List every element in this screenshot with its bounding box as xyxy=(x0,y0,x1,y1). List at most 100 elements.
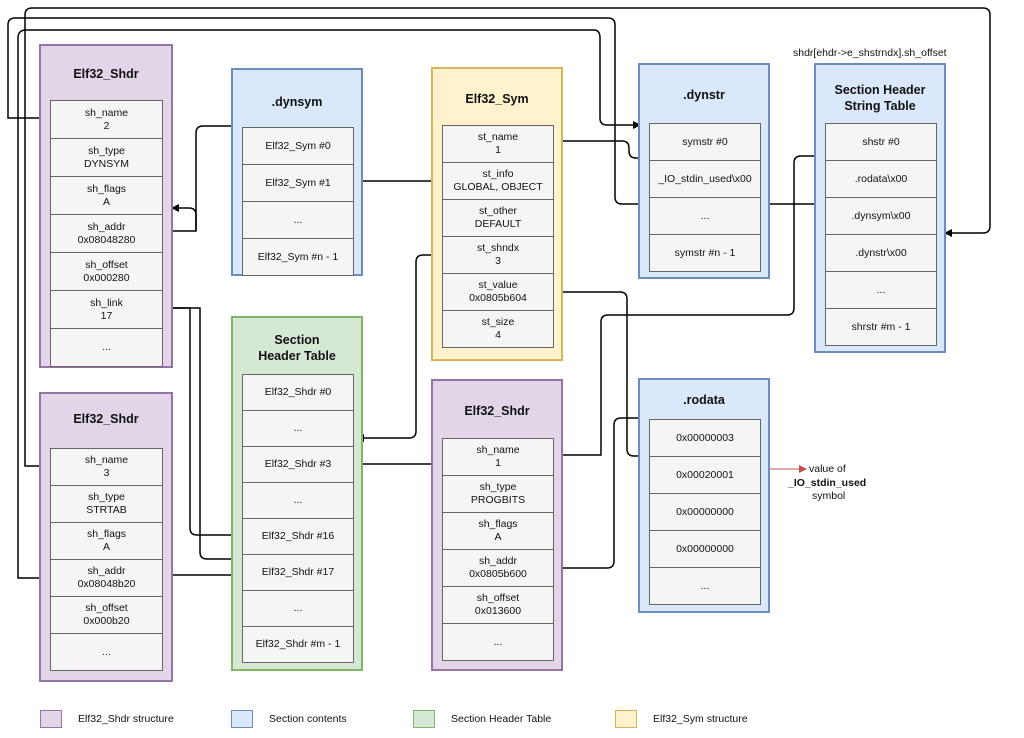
legend-sym: Elf32_Sym structure xyxy=(615,709,748,729)
group-title: Elf32_Sym xyxy=(465,92,529,106)
field-cell: ... xyxy=(649,197,761,235)
arrow-shdr3-name-to-rodata-str xyxy=(555,152,823,456)
field-cell: ... xyxy=(825,271,937,309)
field-name: Elf32_Sym #n - 1 xyxy=(257,250,339,263)
field-value: A xyxy=(494,531,502,543)
field-cell: .rodata\x00 xyxy=(825,160,937,198)
group-title: Elf32_Shdr xyxy=(73,412,139,426)
shstr-offset-note: shdr[ehdr->e_shstrndx].sh_offset xyxy=(793,47,947,59)
field-name: sh_offset xyxy=(476,592,520,604)
legend-label: Section contents xyxy=(269,713,347,725)
shstrtab-group: Section Header String Table shstr #0 .rod… xyxy=(814,63,946,353)
field-cell: ... xyxy=(242,482,354,519)
field-cell: Elf32_Shdr #17 xyxy=(242,554,354,591)
field-value: GLOBAL, OBJECT xyxy=(453,181,543,193)
field-value: A xyxy=(102,195,110,208)
field-name: ... xyxy=(293,494,303,506)
field-name: sh_flags xyxy=(86,182,127,195)
field-value: 0x000280 xyxy=(83,271,130,284)
field-name: sh_addr xyxy=(87,565,126,577)
field-name: Elf32_Shdr #16 xyxy=(261,530,335,542)
group-title: .rodata xyxy=(683,393,725,407)
field-cell: ... xyxy=(50,328,163,367)
field-value: 1 xyxy=(495,144,501,156)
field-value: 0x000b20 xyxy=(83,615,130,627)
field-name: ... xyxy=(700,209,710,222)
field-value: 3 xyxy=(103,467,110,479)
field-name: shstr #0 xyxy=(862,135,900,148)
field-name: ... xyxy=(102,341,111,353)
group-title: Elf32_Shdr xyxy=(73,67,139,81)
arrow-shdr2-addr-to-dynstr xyxy=(17,29,641,579)
field-value: PROGBITS xyxy=(470,494,526,506)
field-cell: ... xyxy=(242,201,354,239)
field-cell: .dynstr\x00 xyxy=(825,234,937,272)
field-name: ... xyxy=(293,422,303,434)
arrow-shdr1-link-to-sht17 xyxy=(161,307,243,563)
field-name: ... xyxy=(493,635,503,648)
field-name: ... xyxy=(293,213,303,226)
field-name: sh_name xyxy=(84,106,129,119)
field-cell: 0x00000000 xyxy=(649,493,761,531)
field-name: Elf32_Sym #0 xyxy=(265,139,331,152)
field-name: ... xyxy=(293,602,303,614)
field-name: Elf32_Shdr #m - 1 xyxy=(255,638,341,650)
field-value: 0x0805b604 xyxy=(469,292,527,304)
legend-swatch xyxy=(413,710,435,728)
field-value: DEFAULT xyxy=(474,218,522,230)
field-value: 0x08048280 xyxy=(77,233,136,246)
field-name: ... xyxy=(102,645,111,658)
field-cell: ... xyxy=(242,590,354,627)
field-cell: symstr #0 xyxy=(649,123,761,161)
field-name: sh_offset xyxy=(85,602,128,614)
field-name: sh_name xyxy=(84,454,129,466)
group-title: Elf32_Shdr xyxy=(464,404,530,418)
legend-swatch xyxy=(615,710,637,728)
field-value: 17 xyxy=(100,309,113,322)
group-title: Section Header String Table xyxy=(834,83,926,113)
field-name: sh_type xyxy=(479,481,517,493)
field-cell: 0x00000003 xyxy=(649,419,761,457)
field-cell: ... xyxy=(242,410,354,447)
field-name: sh_type xyxy=(88,491,125,503)
legend-section-contents: Section contents xyxy=(231,709,347,729)
field-name: st_other xyxy=(479,205,517,217)
field-name: sh_addr xyxy=(479,555,517,567)
field-name: sh_link xyxy=(90,296,123,309)
field-name: .rodata\x00 xyxy=(854,172,908,185)
field-name: symstr #0 xyxy=(682,135,728,148)
field-value: 0x013600 xyxy=(474,605,522,617)
field-cell: symstr #n - 1 xyxy=(649,234,761,272)
legend-swatch xyxy=(231,710,253,728)
field-name: Elf32_Shdr #0 xyxy=(264,386,332,398)
field-value: 0x0805b600 xyxy=(469,568,527,580)
field-name: Elf32_Shdr #3 xyxy=(264,458,332,470)
field-cell: shstr #0 xyxy=(825,123,937,161)
field-name: Elf32_Shdr #17 xyxy=(261,566,335,578)
field-value: 2 xyxy=(103,119,110,132)
field-cell: Elf32_Sym #n - 1 xyxy=(242,238,354,276)
field-name: shrstr #m - 1 xyxy=(851,320,911,333)
field-cell: Elf32_Shdr #m - 1 xyxy=(242,626,354,663)
field-cell: Elf32_Sym #1 xyxy=(242,164,354,202)
